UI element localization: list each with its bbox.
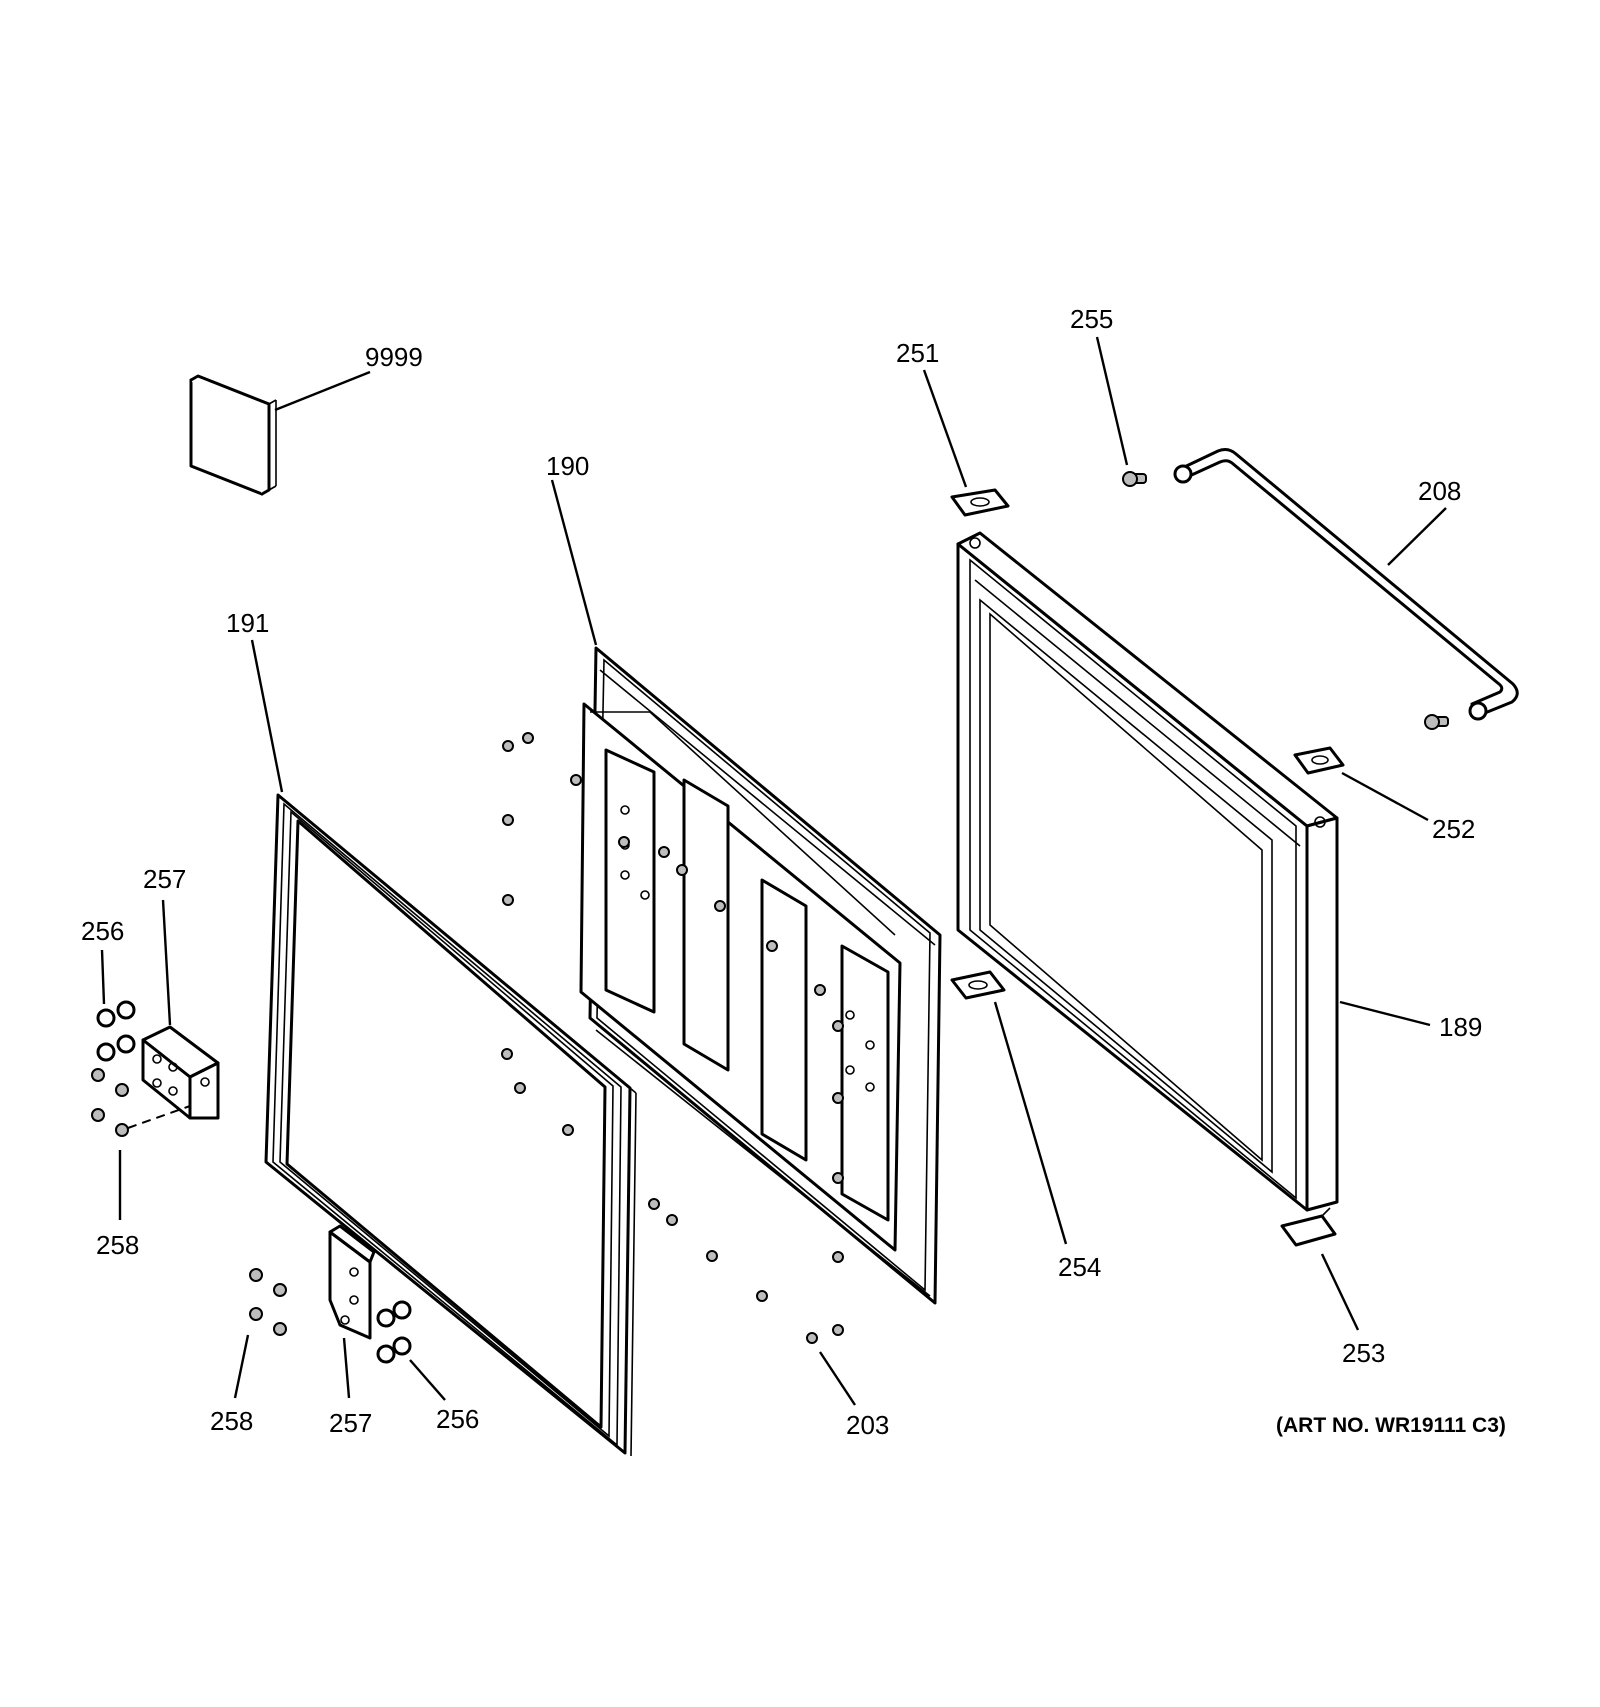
side-hinge-cover: [1293, 746, 1345, 775]
left-hinge-bracket: [141, 1025, 220, 1120]
door-liner: [579, 646, 942, 1305]
callout-189: 189: [1439, 1012, 1482, 1042]
top-hinge-cover: [950, 488, 1010, 517]
callout-258-left: 258: [96, 1230, 139, 1260]
callout-252: 252: [1432, 814, 1475, 844]
art-number: (ART NO. WR19111 C3): [1276, 1414, 1506, 1437]
handle-screw-bottom: [1424, 714, 1449, 730]
callout-203: 203: [846, 1410, 889, 1440]
callout-191: 191: [226, 608, 269, 638]
callout-208: 208: [1418, 476, 1461, 506]
callout-257-bottom: 257: [329, 1408, 372, 1438]
outer-door-panel: [956, 531, 1339, 1212]
lower-hinge-cap: [1280, 1207, 1337, 1247]
bottom-hinge-washers: [376, 1300, 412, 1364]
bottom-hinge-cover: [950, 970, 1006, 1000]
left-hinge-screws: [91, 1068, 129, 1137]
manual-booklet: [189, 374, 277, 496]
callout-9999: 9999: [365, 342, 423, 372]
door-handle: [1173, 448, 1519, 721]
callout-251: 251: [896, 338, 939, 368]
callout-258-bottom: 258: [210, 1406, 253, 1436]
callout-256-left: 256: [81, 916, 124, 946]
door-screws: [501, 732, 844, 1344]
door-gasket: [264, 793, 637, 1457]
left-hinge-washers: [96, 1000, 136, 1062]
handle-screw-top: [1122, 471, 1147, 487]
callout-254: 254: [1058, 1252, 1101, 1282]
callout-190: 190: [546, 451, 589, 481]
callout-255: 255: [1070, 304, 1113, 334]
callout-257-left: 257: [143, 864, 186, 894]
bottom-hinge-screws: [249, 1268, 287, 1336]
callout-256-bottom: 256: [436, 1404, 479, 1434]
bottom-hinge-bracket: [328, 1224, 376, 1340]
callout-253: 253: [1342, 1338, 1385, 1368]
